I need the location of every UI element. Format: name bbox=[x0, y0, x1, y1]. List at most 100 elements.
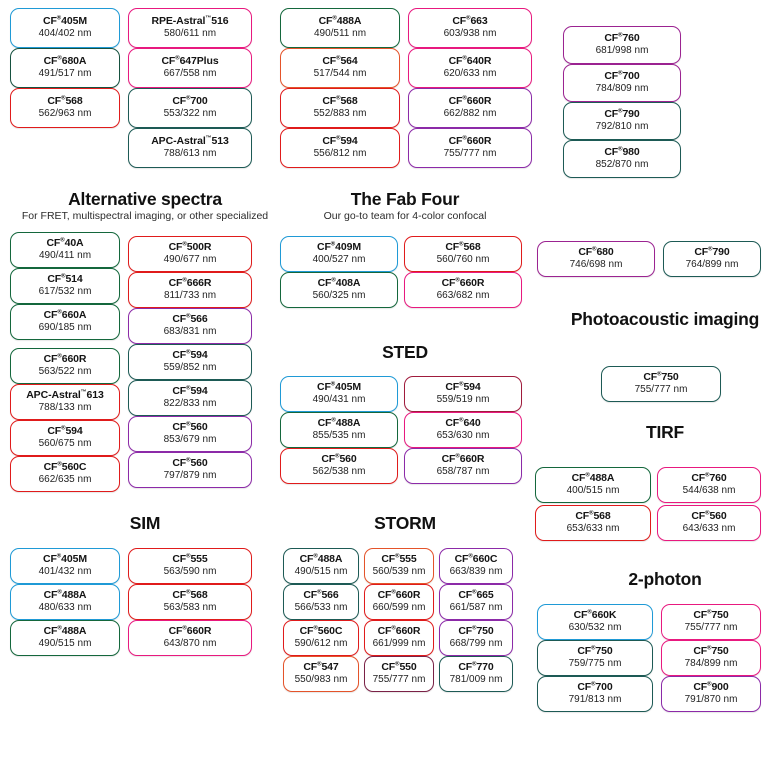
dye-wavelengths: 560/325 nm bbox=[312, 290, 366, 302]
registered-mark: ® bbox=[589, 510, 594, 517]
dye-name: CF®564 bbox=[322, 55, 358, 68]
dye-wavelengths: 755/777 nm bbox=[443, 148, 497, 160]
registered-mark: ® bbox=[57, 625, 62, 632]
dye-name: CF®660R bbox=[448, 95, 492, 108]
dye-wavelengths: 658/787 nm bbox=[436, 466, 490, 478]
dye-wavelengths: 661/999 nm bbox=[372, 638, 426, 650]
dye-name: CF®405M bbox=[43, 553, 87, 566]
registered-mark: ® bbox=[707, 609, 712, 616]
dye-wavelengths: 550/983 nm bbox=[294, 674, 348, 686]
dye-wavelengths: 590/612 nm bbox=[294, 638, 348, 650]
dye-name: CF®560 bbox=[172, 457, 208, 470]
dye-name: CF®566 bbox=[172, 313, 208, 326]
dye-wavelengths: 781/009 nm bbox=[449, 674, 503, 686]
dye-wavelengths: 755/777 nm bbox=[634, 384, 688, 396]
registered-mark: ® bbox=[313, 553, 318, 560]
registered-mark: ® bbox=[395, 553, 400, 560]
dye-wavelengths: 643/870 nm bbox=[163, 638, 217, 650]
registered-mark: ® bbox=[186, 553, 191, 560]
registered-mark: ® bbox=[585, 472, 590, 479]
dye-name: CF®660R bbox=[43, 353, 87, 366]
registered-mark: ® bbox=[462, 135, 467, 142]
registered-mark: ® bbox=[455, 453, 460, 460]
dye-wavelengths: 556/812 nm bbox=[313, 148, 367, 160]
registered-mark: ® bbox=[175, 55, 180, 62]
